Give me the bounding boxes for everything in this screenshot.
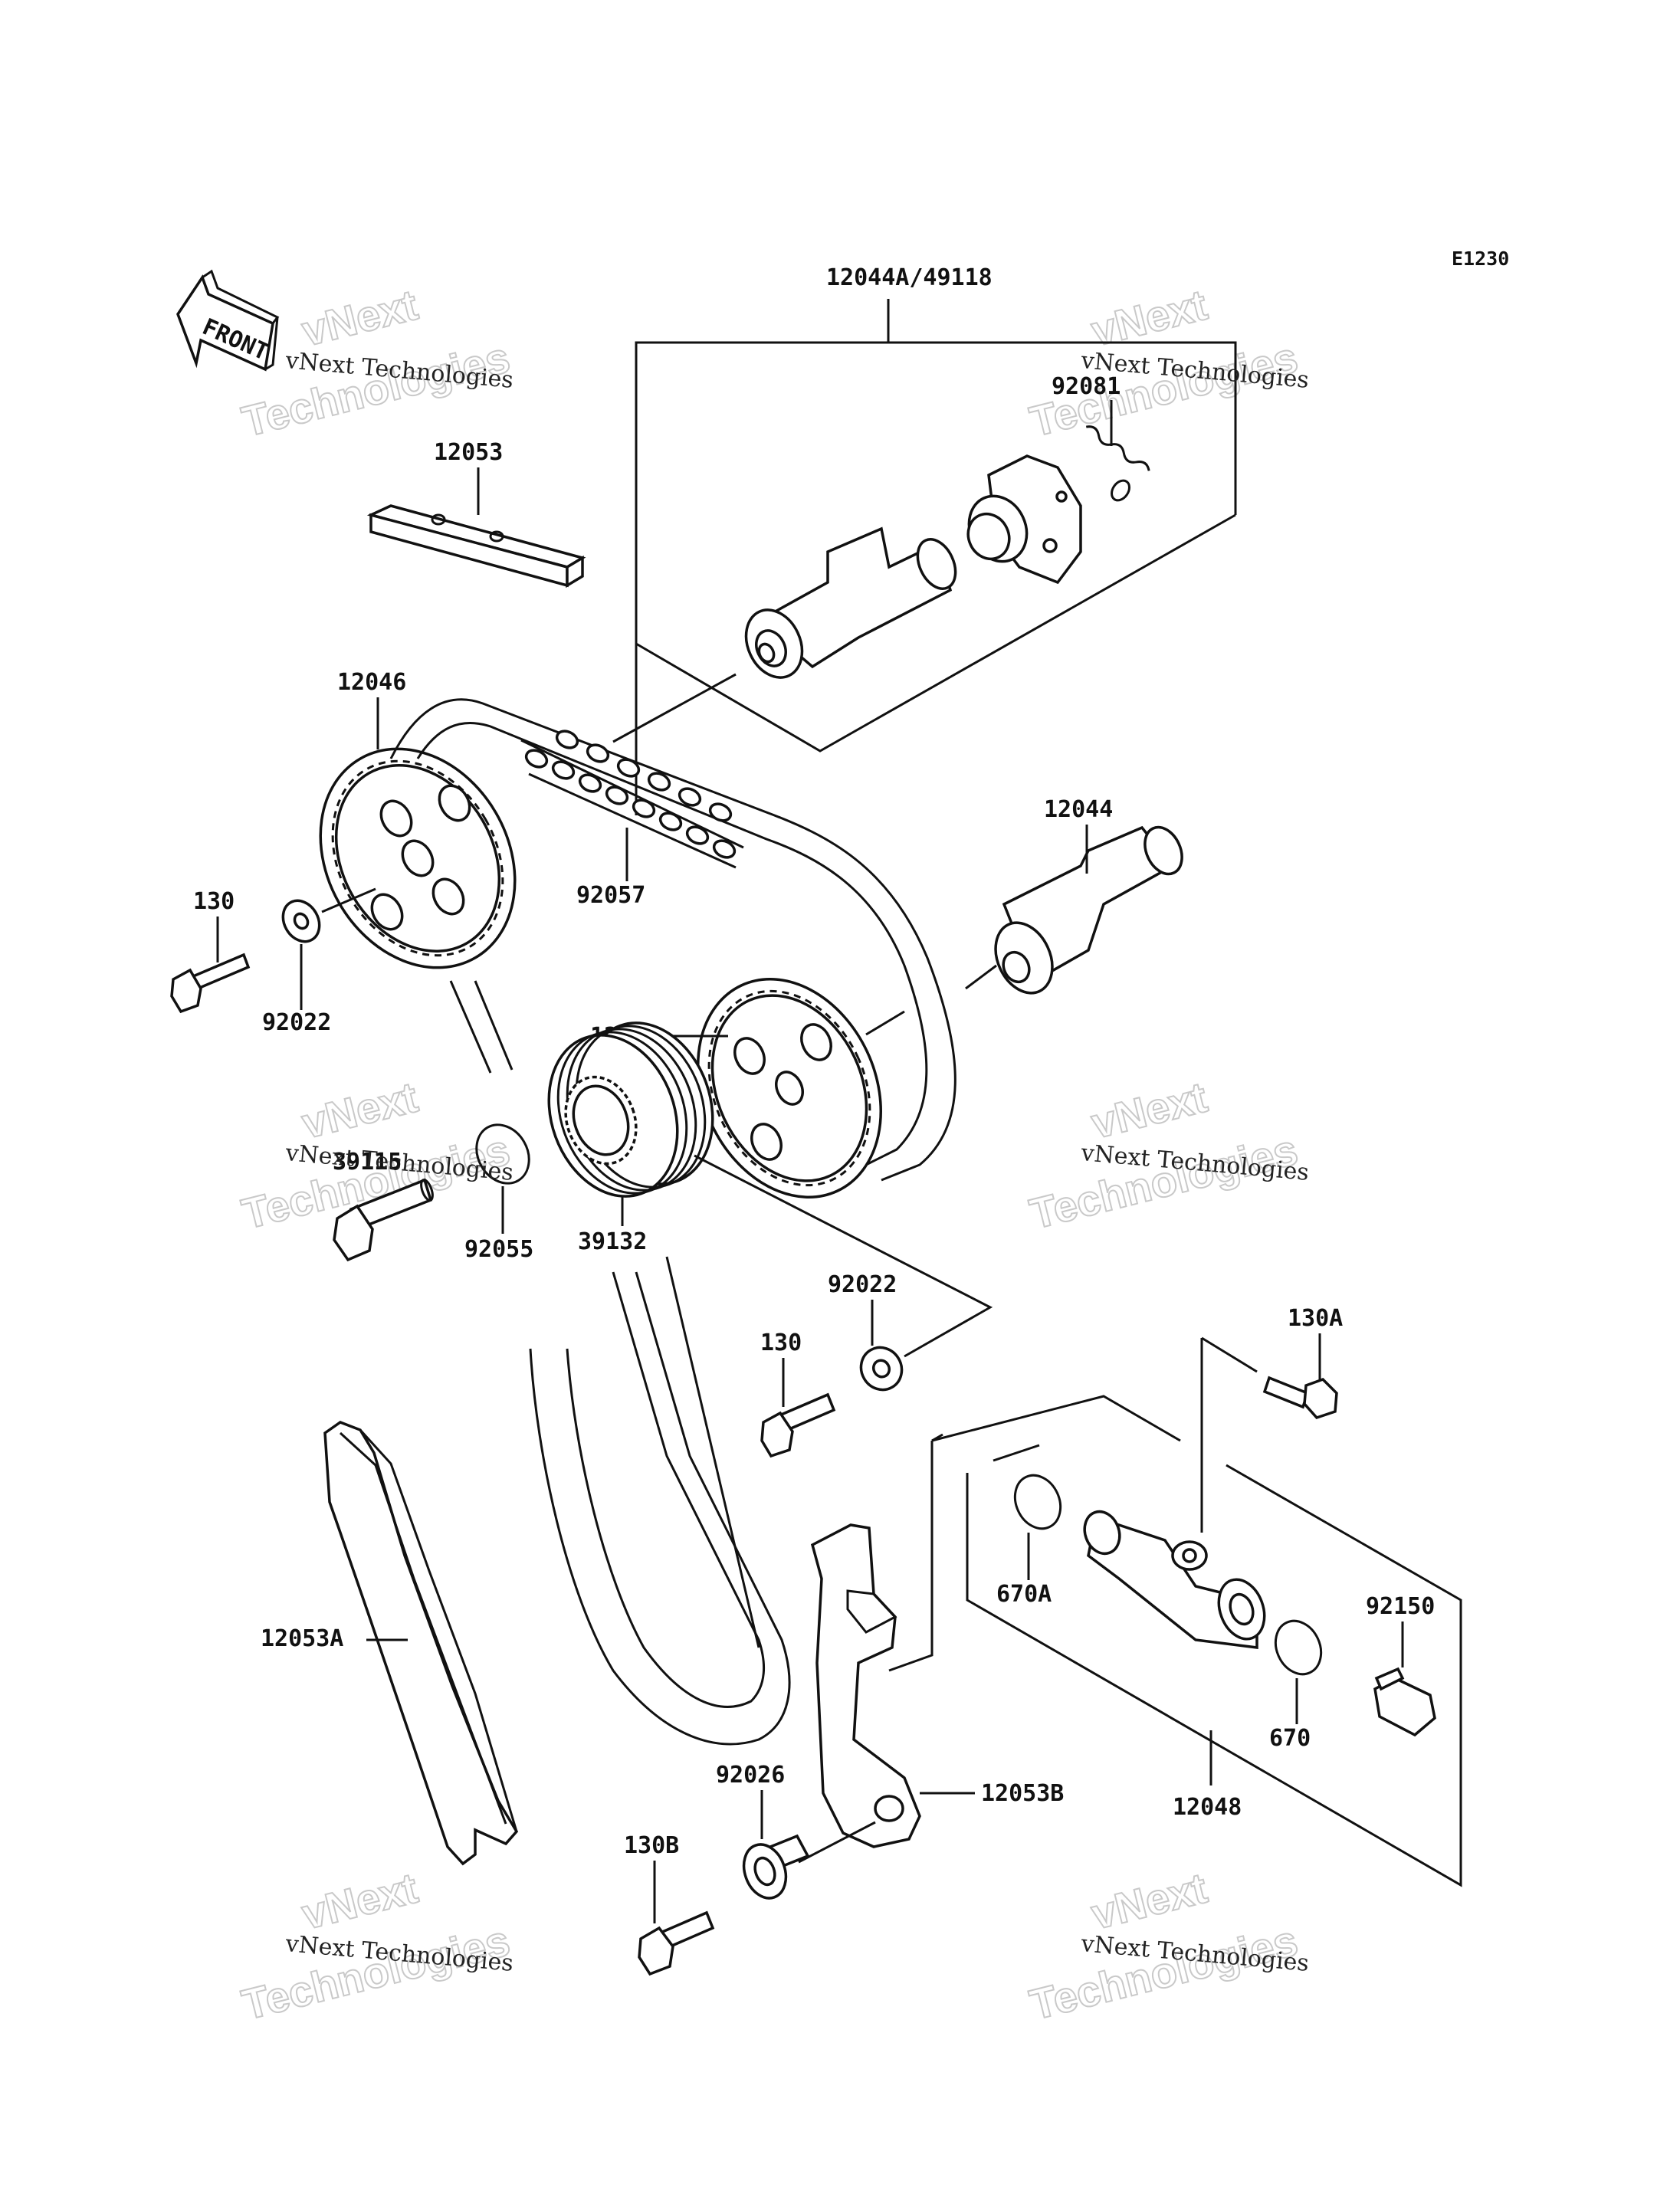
cam-flange [966, 454, 1082, 585]
tensioner-assembly-box [888, 1395, 1462, 1887]
oring-670 [1274, 1619, 1323, 1676]
bolt-middle [760, 1392, 836, 1458]
label-chain: 92057 [576, 882, 645, 909]
label-washer-upper: 92022 [262, 1009, 331, 1036]
label-guide-right: 12053B [981, 1780, 1064, 1807]
label-guide-top: 12053 [434, 439, 503, 466]
label-spring: 92081 [1052, 373, 1121, 400]
bolt-130b [638, 1910, 715, 1976]
label-washer-lower: 92022 [828, 1271, 897, 1298]
washer-upper [281, 887, 376, 943]
chain-guide-top [366, 504, 586, 589]
label-bolt-130b: 130B [624, 1832, 679, 1859]
camshaft-assembly-box [635, 299, 1237, 815]
label-camshaft: 12044 [1044, 796, 1113, 823]
watermark-top: vNext [1087, 1073, 1212, 1148]
bolt-92150 [1373, 1667, 1436, 1737]
camshaft-upper [612, 526, 957, 743]
label-oring-670a: 670A [996, 1581, 1052, 1608]
watermark-top: vNext [1087, 280, 1212, 356]
diagram-code: E1230 [1452, 248, 1509, 270]
label-camshaft-assembly: 12044A/49118 [826, 264, 993, 291]
label-oring-92055: 92055 [464, 1236, 533, 1263]
watermark-top: vNext [297, 1864, 422, 1939]
spring-92081 [1085, 425, 1150, 502]
bolt-130a [1262, 1376, 1338, 1420]
collar-92026 [742, 1834, 810, 1900]
pulley [547, 1021, 714, 1198]
label-bolt-130a: 130A [1288, 1305, 1343, 1332]
bolt-39115 [333, 1178, 434, 1262]
sprocket-upper [319, 747, 517, 969]
watermark-top: vNext [297, 280, 422, 356]
label-sprocket-upper: 12046 [337, 669, 406, 696]
cam-chain [389, 698, 956, 1746]
watermark-top: vNext [1087, 1864, 1212, 1939]
front-arrow-icon: FRONT [176, 269, 280, 372]
oring-670a [1013, 1474, 1062, 1530]
camshaft-lower [965, 825, 1183, 995]
watermark-top: vNext [297, 1073, 422, 1148]
label-bolt-92150: 92150 [1366, 1593, 1435, 1620]
sprocket-lower [697, 978, 905, 1199]
bolt-upper [170, 953, 251, 1014]
washer-lower [859, 1346, 904, 1392]
label-bolt-upper: 130 [193, 888, 235, 915]
label-bolt-39115: 39115 [333, 1149, 402, 1176]
oring-92055 [475, 1123, 530, 1185]
label-tensioner-assembly: 12048 [1173, 1794, 1242, 1821]
label-bolt-middle: 130 [760, 1330, 802, 1356]
chain-guide-right [798, 1523, 921, 1864]
tensioner-body [1083, 1510, 1266, 1649]
label-pulley: 39132 [578, 1228, 647, 1255]
label-oring-670: 670 [1269, 1725, 1311, 1752]
label-collar: 92026 [716, 1762, 785, 1789]
chain-links [520, 730, 744, 869]
label-guide-left: 12053A [261, 1625, 343, 1652]
chain-guide-left [323, 1421, 519, 1866]
